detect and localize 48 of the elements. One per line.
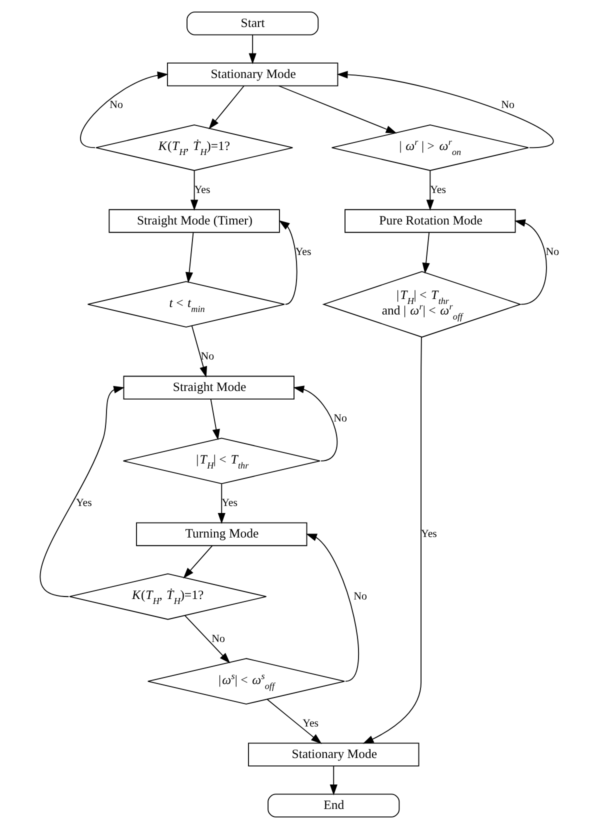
arrow [80, 72, 168, 148]
edge-label: No [200, 350, 214, 363]
edge-label: Yes [222, 497, 238, 510]
node-box: Stationary Mode [248, 742, 420, 766]
arrow [40, 386, 125, 598]
edge-label: No [546, 246, 560, 258]
arrow [191, 325, 208, 378]
arrow [266, 699, 322, 744]
arrow [426, 170, 434, 211]
node-box: Stationary Mode [167, 62, 338, 86]
edge-label: Yes [194, 184, 210, 196]
arrow [336, 70, 554, 148]
arrow [190, 170, 198, 211]
node-box: Straight Mode [123, 376, 294, 400]
arrow [208, 85, 244, 130]
edge-label: Yes [302, 717, 319, 730]
node-box: Straight Mode (Timer) [108, 209, 280, 233]
node-diamond: K(T$_{H}$, Ṫ$_{H}$)=1? [69, 573, 267, 620]
node-diamond: |T$_{H}$| < T$_{thr}$ [122, 438, 320, 484]
arrow [362, 336, 422, 744]
node-diamond: t < t$_{min}$ [87, 281, 285, 328]
arrow [184, 615, 230, 664]
edge-label: Yes [295, 246, 312, 258]
node-box: End [268, 794, 400, 818]
edge-label: No [501, 99, 515, 112]
arrow [248, 34, 256, 64]
arrow [293, 386, 338, 462]
node-box: Start [186, 12, 319, 36]
arrow [306, 534, 359, 682]
edge-label: Yes [430, 184, 446, 196]
node-box: Turning Mode [136, 522, 308, 546]
edge-label: No [212, 632, 225, 645]
arrow [218, 484, 226, 524]
arrow [183, 545, 213, 578]
edge-label: No [354, 590, 368, 602]
edge-label: Yes [421, 528, 437, 540]
arrow [210, 398, 220, 440]
arrow [185, 232, 194, 284]
edge-label: No [110, 99, 123, 112]
edge-label: No [334, 412, 347, 424]
arrow [422, 232, 430, 274]
arrow [514, 219, 547, 305]
arrow [278, 85, 397, 134]
arrow [330, 766, 338, 796]
node-box: Pure Rotation Mode [344, 209, 516, 233]
arrow [278, 220, 298, 305]
edge-label: Yes [76, 497, 92, 510]
node-diamond: K(T$_{H}$, Ṫ$_{H}$)=1? [96, 124, 294, 171]
